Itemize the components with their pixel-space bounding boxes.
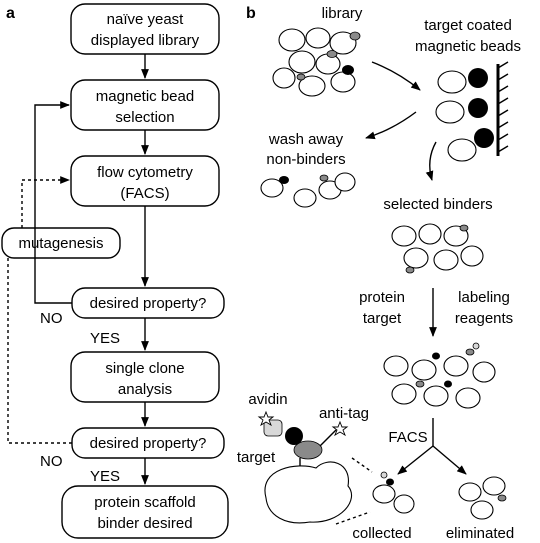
step-naive-library: naïve yeast displayed library	[70, 3, 220, 55]
non-binder-cells	[260, 172, 356, 208]
wash-label-line1: wash away	[268, 131, 344, 148]
step-clone-line2: analysis	[118, 381, 172, 398]
panel-a-label: a	[6, 5, 15, 22]
beads-label-line2: magnetic beads	[415, 38, 521, 55]
detail-pointer-upper	[351, 457, 373, 473]
detail-pointer-lower	[335, 511, 371, 525]
eliminated-label: eliminated	[446, 525, 514, 542]
selected-cells	[391, 223, 484, 274]
labeling-label-line2: reagents	[455, 310, 513, 327]
step-final-line1: protein scaffold	[94, 494, 195, 511]
step-naive-library-line2: displayed library	[91, 32, 200, 49]
decision-1: desired property?	[71, 287, 225, 319]
mutagenesis-label: mutagenesis	[18, 235, 103, 252]
loop-no-to-magnetic	[34, 101, 72, 304]
arrow-wash	[365, 111, 417, 140]
no-2-label: NO	[40, 453, 63, 470]
eliminated-cells	[458, 476, 507, 520]
step-magnetic-line1: magnetic bead	[96, 88, 194, 105]
avidin-label: avidin	[248, 391, 287, 408]
arrow-facs-eliminated	[432, 445, 467, 475]
loop-no-to-mutagenesis	[7, 258, 72, 444]
beads-label-line1: target coated	[424, 17, 512, 34]
step-facs-line2: (FACS)	[120, 185, 169, 202]
step-clone-line1: single clone	[105, 360, 184, 377]
facs-label: FACS	[388, 429, 427, 446]
decision-1-label: desired property?	[90, 295, 207, 312]
selected-label: selected binders	[383, 196, 492, 213]
target-label: target	[237, 449, 276, 466]
protein-label-line1: protein	[359, 289, 405, 306]
collected-cells	[372, 471, 415, 514]
arrow-facs-collected	[397, 445, 434, 475]
labeling-label-line1: labeling	[458, 289, 510, 306]
panel-b-label: b	[246, 5, 256, 22]
mutagenesis-box: mutagenesis	[1, 227, 121, 259]
decision-2: desired property?	[71, 427, 225, 459]
step-flow-cytometry: flow cytometry (FACS)	[70, 155, 220, 207]
magnetic-beads	[435, 61, 509, 162]
step-final-line2: binder desired	[97, 515, 192, 532]
anti-tag-label: anti-tag	[319, 405, 369, 422]
loop-mutagenesis-to-facs	[21, 176, 70, 228]
decision-2-label: desired property?	[90, 435, 207, 452]
library-label: library	[322, 5, 363, 22]
arrow-beads-selected	[425, 141, 437, 181]
yes-1-label: YES	[90, 330, 120, 347]
step-facs-line1: flow cytometry	[97, 164, 193, 181]
step-magnetic-bead-selection: magnetic bead selection	[70, 79, 220, 131]
no-1-label: NO	[40, 310, 63, 327]
arrow-library-beads	[371, 61, 421, 91]
step-single-clone: single clone analysis	[70, 351, 220, 403]
collected-label: collected	[352, 525, 411, 542]
step-magnetic-line2: selection	[115, 109, 174, 126]
step-final: protein scaffold binder desired	[61, 485, 229, 539]
protein-label-line2: target	[363, 310, 402, 327]
detail-cell	[257, 410, 353, 524]
library-cells	[272, 27, 361, 97]
wash-label-line2: non-binders	[266, 151, 345, 168]
yes-2-label: YES	[90, 468, 120, 485]
labeled-cells	[383, 342, 496, 409]
step-naive-library-line1: naïve yeast	[107, 11, 185, 28]
